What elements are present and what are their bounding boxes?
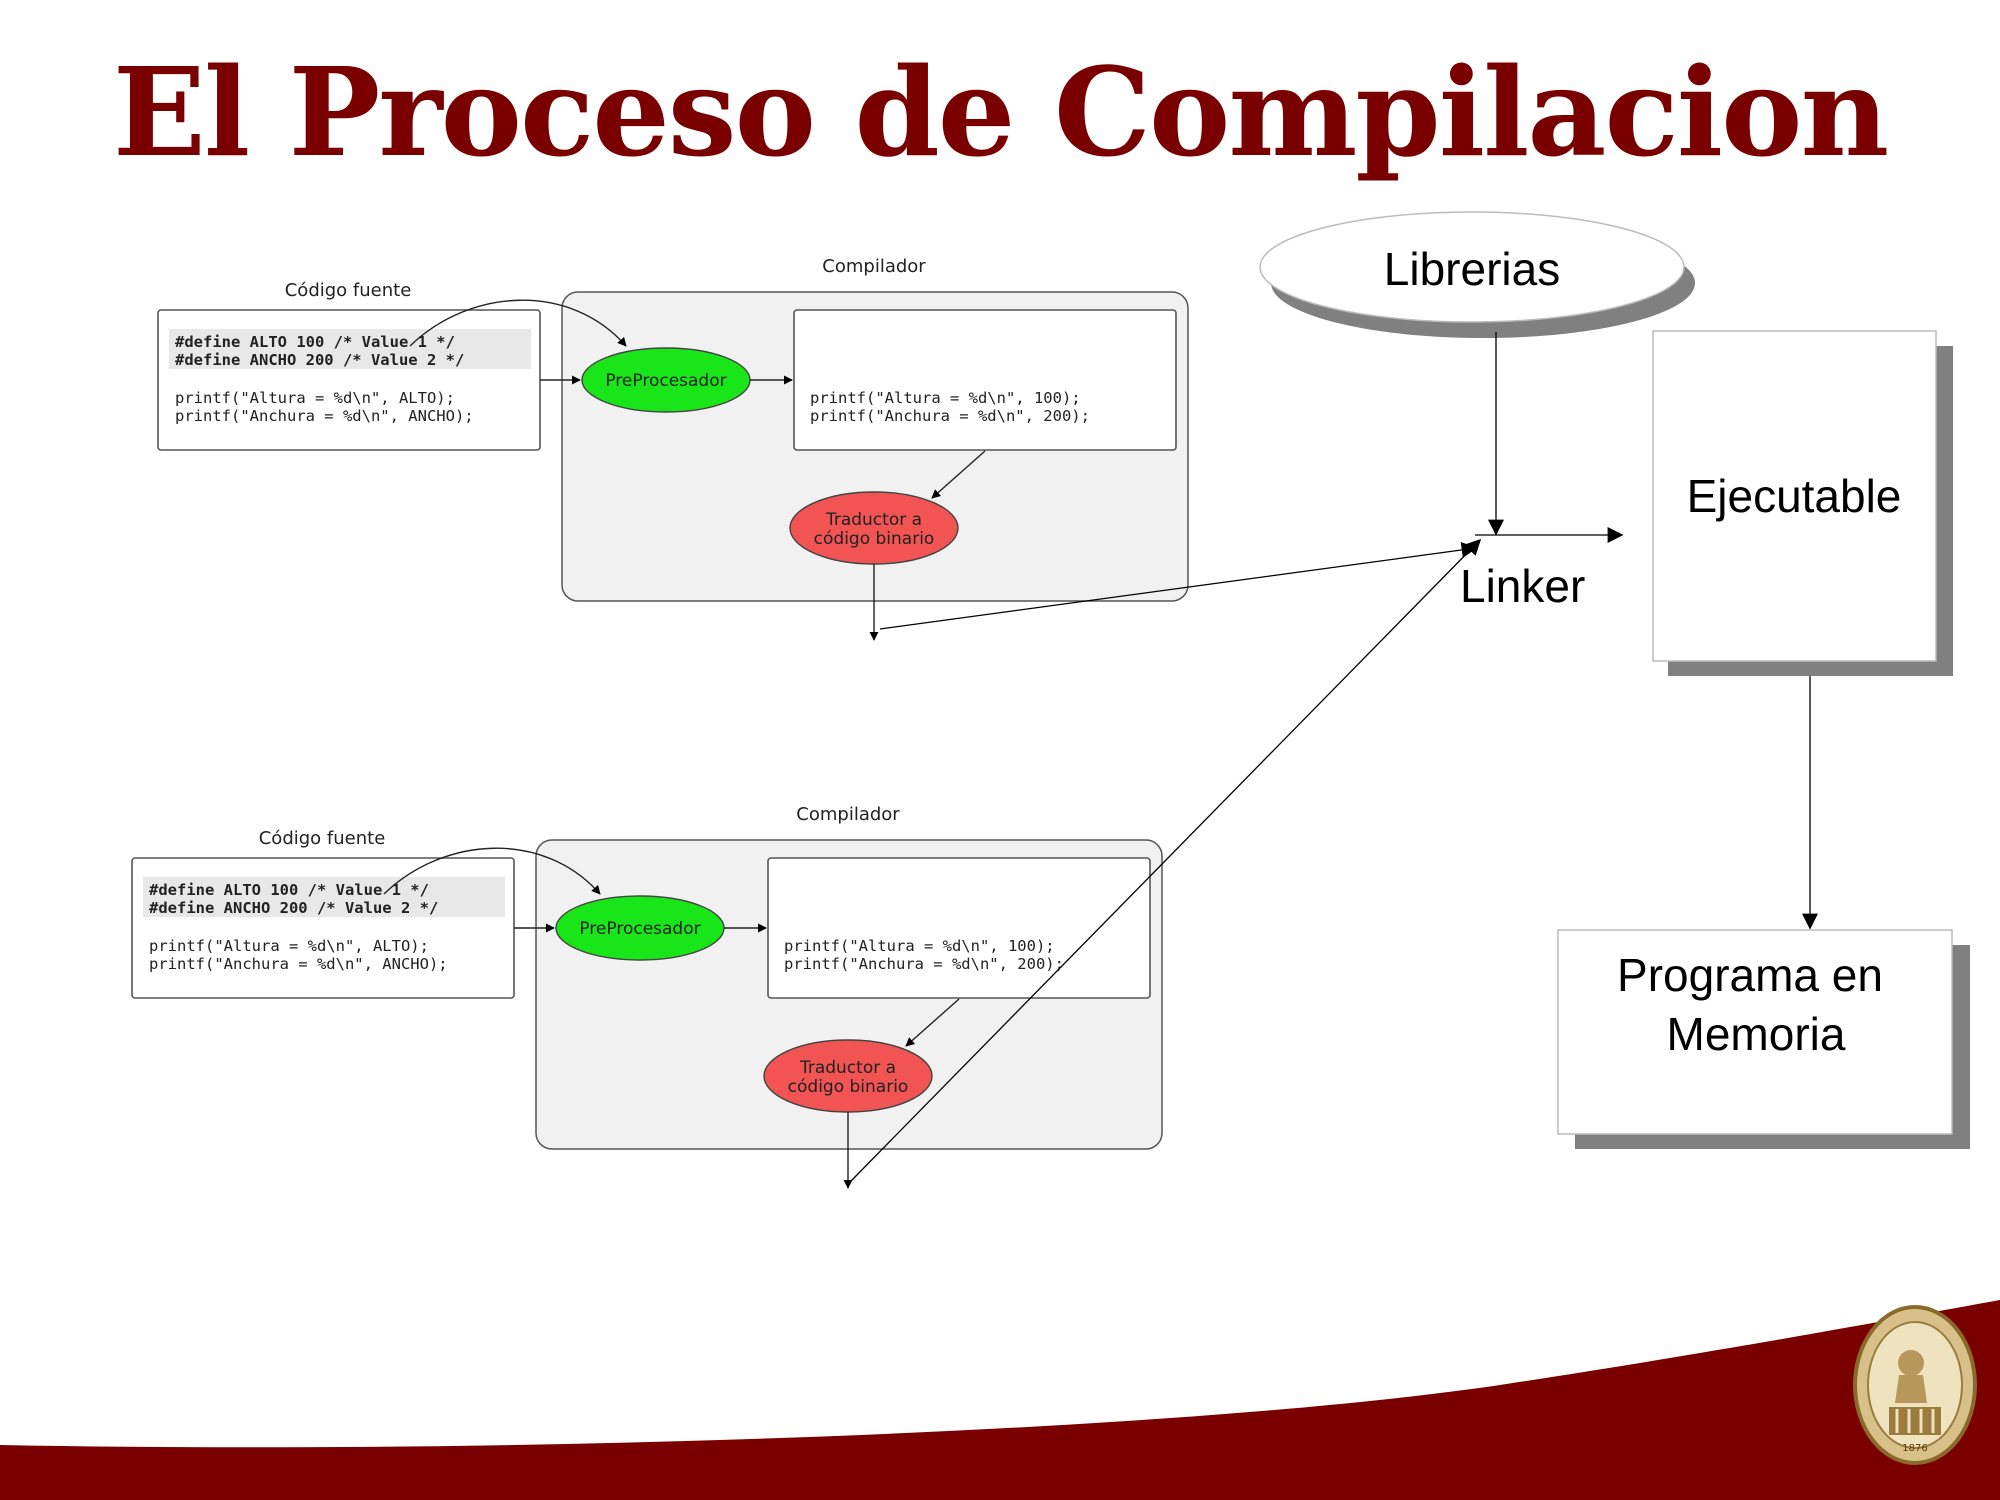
librerias-label: Librerias bbox=[1384, 243, 1560, 295]
define-highlight bbox=[143, 877, 505, 917]
preprocessed-code-line: printf("Altura = %d\n", 100); bbox=[784, 937, 1055, 955]
traductor-label-line-1: Traductor a bbox=[825, 510, 922, 530]
preprocessed-code-box bbox=[767, 857, 1151, 999]
librerias-ellipse bbox=[1259, 211, 1685, 323]
svg-text:1876: 1876 bbox=[1902, 1443, 1927, 1454]
linker-label: Linker bbox=[1460, 560, 1585, 612]
preprocessed-code-line: printf("Anchura = %d\n", 200); bbox=[810, 407, 1090, 425]
source-code-line: printf("Altura = %d\n", ALTO); bbox=[149, 937, 429, 955]
ejecutable-label: Ejecutable bbox=[1687, 470, 1902, 522]
traductor-label-line-1: Traductor a bbox=[799, 1058, 896, 1078]
arrow-object1-to-linker bbox=[879, 542, 1478, 630]
programa-label-line-1: Programa en bbox=[1617, 949, 1883, 1001]
university-seal-icon: 1876 bbox=[1853, 1305, 1977, 1465]
source-code-line: printf("Anchura = %d\n", ANCHO); bbox=[149, 955, 448, 973]
preprocessed-code-line: printf("Altura = %d\n", 100); bbox=[810, 389, 1081, 407]
ejecutable-node: Ejecutable bbox=[1652, 330, 1953, 676]
programa-box bbox=[1557, 929, 1953, 1135]
footer-wave bbox=[0, 1300, 2000, 1500]
ejecutable-box bbox=[1652, 330, 1937, 662]
arrow-output-to-traductor bbox=[905, 998, 960, 1047]
source-code-line: #define ALTO 100 /* Value 1 */ bbox=[175, 333, 455, 351]
traductor-label-line-2: código binario bbox=[814, 529, 935, 549]
arrow-source-to-preprocesador bbox=[409, 299, 627, 347]
source-code-line: #define ALTO 100 /* Value 1 */ bbox=[149, 881, 429, 899]
programa-label-line-2: Memoria bbox=[1667, 1008, 1846, 1060]
librerias-node: Librerias bbox=[1259, 211, 1695, 338]
preprocesador-label: PreProcesador bbox=[605, 371, 726, 391]
traductor-label-line-2: código binario bbox=[788, 1077, 909, 1097]
arrow-output-to-traductor bbox=[931, 450, 986, 499]
compiler-label: Compilador bbox=[796, 804, 900, 825]
source-code-label: Código fuente bbox=[285, 280, 412, 301]
preprocessed-code-box bbox=[793, 309, 1177, 451]
compiler-label: Compilador bbox=[822, 256, 926, 277]
source-code-line: printf("Anchura = %d\n", ANCHO); bbox=[175, 407, 474, 425]
source-code-label: Código fuente bbox=[259, 828, 386, 849]
source-code-line: printf("Altura = %d\n", ALTO); bbox=[175, 389, 455, 407]
arrow-object2-to-linker bbox=[849, 538, 1482, 1183]
page-title: El Proceso de Compilacion bbox=[112, 40, 1889, 184]
programa-node: Programa en Memoria bbox=[1557, 929, 1970, 1149]
preprocessed-code-line: printf("Anchura = %d\n", 200); bbox=[784, 955, 1064, 973]
define-highlight bbox=[169, 329, 531, 369]
preprocesador-label: PreProcesador bbox=[579, 919, 700, 939]
source-code-line: #define ANCHO 200 /* Value 2 */ bbox=[149, 899, 438, 917]
source-code-line: #define ANCHO 200 /* Value 2 */ bbox=[175, 351, 464, 369]
arrow-source-to-preprocesador bbox=[383, 847, 601, 895]
